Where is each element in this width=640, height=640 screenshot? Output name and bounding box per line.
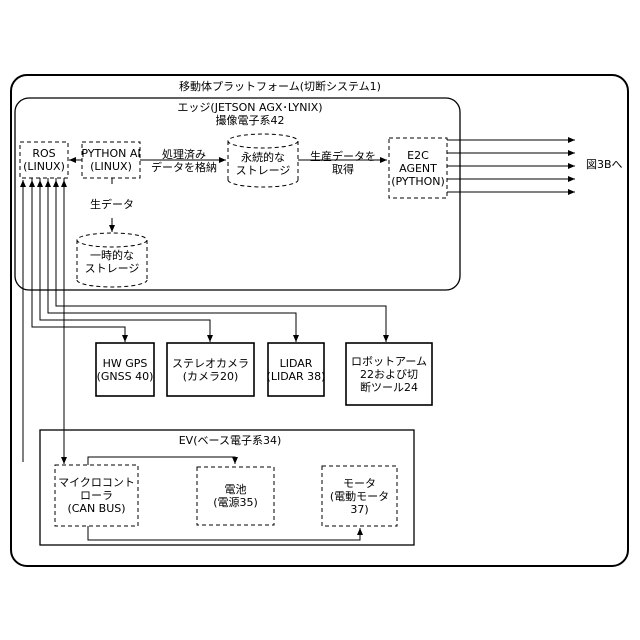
e2c-agent-label: E2C AGENT (PYTHON)	[389, 138, 447, 198]
mcu-to-motor-arrow	[88, 526, 360, 540]
production-data-label: 生産データを 取得	[303, 150, 383, 176]
persistent-storage-label: 永続的な ストレージ	[228, 148, 298, 180]
gps-label: HW GPS (GNSS 40)	[96, 343, 154, 396]
stereo-camera-label: ステレオカメラ (カメラ20)	[167, 343, 254, 396]
edge-subtitle: 撮像電子系42	[130, 114, 370, 127]
processed-data-label: 処理済み データを格納	[142, 148, 226, 174]
platform-title: 移動体プラットフォーム(切断システム1)	[150, 80, 410, 93]
raw-data-label: 生データ	[82, 198, 142, 211]
python-ai-label: PYTHON AI (LINUX)	[78, 142, 144, 178]
ros-sensor-links	[23, 178, 386, 462]
motor-label: モータ (電動モータ 37)	[322, 466, 397, 526]
ev-title: EV(ベース電子系34)	[130, 434, 330, 447]
edge-title: エッジ(JETSON AGX･LYNIX)	[130, 101, 370, 114]
robot-arm-label: ロボットアーム 22および切 断ツール24	[346, 343, 432, 405]
lidar-label: LIDAR (LIDAR 38)	[268, 343, 324, 396]
battery-label: 電池 (電源35)	[197, 467, 274, 525]
output-arrows	[447, 140, 575, 192]
microcontroller-label: マイクロコント ローラ (CAN BUS)	[55, 465, 138, 526]
ros-label: ROS (LINUX)	[20, 142, 68, 178]
mcu-to-battery-arrow	[88, 457, 235, 465]
ros-link-arrowheads	[23, 180, 386, 464]
to-fig-3b-label: 図3Bへ	[586, 158, 636, 171]
temp-storage-label: 一時的な ストレージ	[77, 248, 147, 276]
